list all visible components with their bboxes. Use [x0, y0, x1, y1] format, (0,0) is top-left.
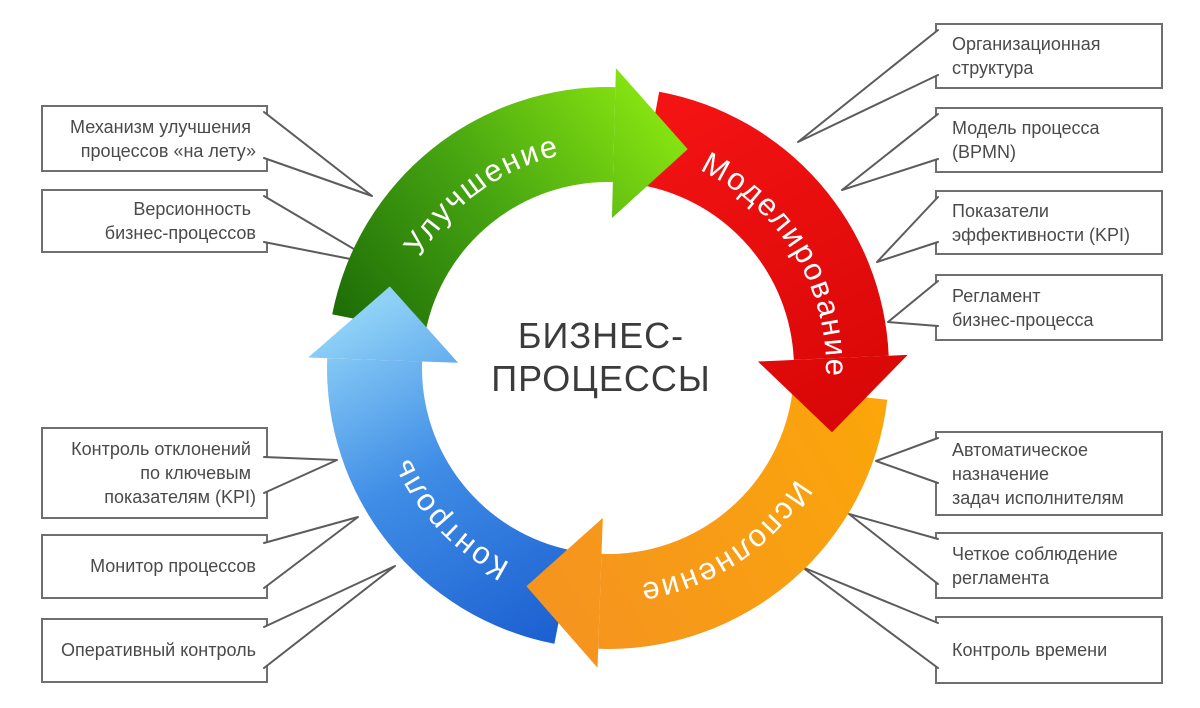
- callout-operational-control: Оперативный контроль: [41, 565, 396, 683]
- callout-org-structure: Организационная структура: [797, 23, 1163, 143]
- callout-text: Контроль времени: [952, 640, 1107, 660]
- callout-box: [935, 616, 1163, 684]
- callout-box: [41, 189, 268, 253]
- callout-pointer: [801, 566, 939, 669]
- callout-text: Регламент бизнес-процесса: [952, 286, 1094, 330]
- modeling-arc: [641, 91, 889, 360]
- callout-improvement-mechanism: Механизм улучшения процессов «на лету»: [41, 105, 373, 197]
- callout-box: [41, 427, 268, 519]
- callout-box: [935, 431, 1163, 516]
- callout-box: [935, 23, 1163, 89]
- callout-process-regulation: Регламент бизнес-процесса: [887, 274, 1163, 341]
- diagram-title-line1: БИЗНЕС-: [518, 315, 684, 356]
- callout-pointer: [876, 196, 939, 263]
- callout-time-control: Контроль времени: [801, 566, 1163, 684]
- callout-pointer: [887, 280, 939, 327]
- callout-kpi-indicators: Показатели эффективности (KPI): [876, 190, 1163, 263]
- callout-text: Версионность бизнес-процессов: [105, 199, 256, 243]
- callout-auto-task-assignment: Автоматическое назначение задач исполнит…: [875, 431, 1163, 516]
- callout-text: Монитор процессов: [90, 556, 256, 576]
- callout-kpi-deviation-control: Контроль отклонений по ключевым показате…: [41, 427, 338, 519]
- callout-text: Контроль отклонений по ключевым показате…: [71, 439, 256, 507]
- improvement-arc: [332, 87, 616, 333]
- control-arc: [327, 358, 573, 644]
- callout-text: Оперативный контроль: [61, 640, 256, 660]
- callout-box: [935, 274, 1163, 341]
- callout-pointer: [848, 513, 939, 585]
- callout-text: Модель процесса (BPMN): [952, 118, 1105, 162]
- callout-box: [935, 190, 1163, 255]
- diagram-title-line2: ПРОЦЕССЫ: [491, 358, 711, 399]
- callout-pointer: [797, 29, 939, 143]
- callout-pointer: [875, 437, 939, 484]
- callout-versioning: Версионность бизнес-процессов: [41, 189, 382, 266]
- control-arrowhead-icon: [308, 286, 459, 363]
- improvement-arrowhead-icon: [611, 68, 688, 219]
- callout-box: [41, 534, 268, 599]
- callout-text: Автоматическое назначение задач исполнит…: [952, 440, 1124, 508]
- callout-text: Четкое соблюдение регламента: [952, 544, 1123, 588]
- callout-box: [935, 107, 1163, 173]
- callout-process-monitor: Монитор процессов: [41, 516, 359, 599]
- modeling-arrowhead-icon: [757, 354, 908, 433]
- callout-process-model-bpmn: Модель процесса (BPMN): [841, 107, 1163, 191]
- callout-pointer: [263, 565, 396, 669]
- callout-strict-compliance: Четкое соблюдение регламента: [848, 513, 1163, 599]
- callout-box: [41, 105, 268, 172]
- callout-pointer: [263, 456, 338, 494]
- callout-text: Организационная структура: [952, 34, 1105, 78]
- callout-pointer: [263, 111, 373, 197]
- callout-box: [935, 532, 1163, 599]
- callout-pointer: [841, 113, 939, 191]
- callout-text: Механизм улучшения процессов «на лету»: [70, 117, 256, 161]
- callout-text: Показатели эффективности (KPI): [952, 201, 1130, 245]
- execution-arc: [598, 389, 888, 649]
- execution-arrowhead-icon: [526, 517, 603, 668]
- diagram-title: БИЗНЕС- ПРОЦЕССЫ: [491, 315, 711, 399]
- callout-pointer: [263, 516, 359, 589]
